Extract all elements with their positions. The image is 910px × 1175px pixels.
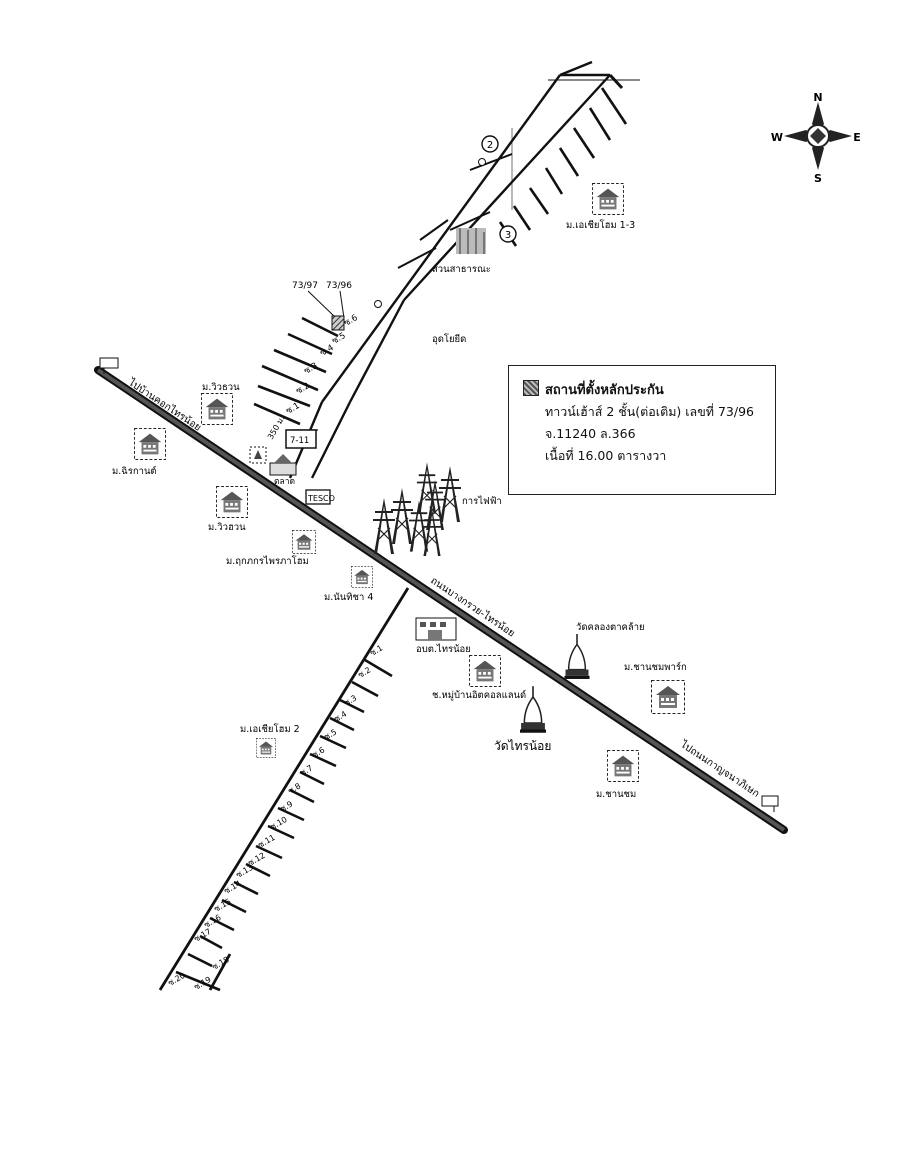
subdistrict-office-label: อบต.ไทรน้อย xyxy=(416,643,471,655)
electric-label: การไฟฟ้า xyxy=(462,495,502,507)
area-label: อุดโยยีด xyxy=(432,333,466,345)
svg-text:ซ.7: ซ.7 xyxy=(299,763,315,777)
legend-line-2: จ.11240 ล.366 xyxy=(545,426,636,441)
marker-2: 2 xyxy=(478,135,499,166)
public-park-icon xyxy=(456,228,486,254)
electric-towers-icon xyxy=(372,462,462,556)
plot-a-leader xyxy=(307,290,337,319)
svg-text:ซ.6: ซ.6 xyxy=(311,745,327,759)
main-road xyxy=(94,366,788,834)
compass-icon: N S W E xyxy=(771,91,861,185)
plot-b-label: 73/96 xyxy=(326,281,352,291)
tesco-label: TESCO xyxy=(307,494,335,503)
svg-text:ซ.5: ซ.5 xyxy=(323,727,339,741)
to-west-label: ไปบ้านคอกไทรน้อย xyxy=(126,376,204,434)
seven-eleven-label: 7-11 xyxy=(290,436,309,446)
village-aesiahome-2-icon xyxy=(255,738,277,758)
village-wiwan-icon xyxy=(200,393,234,425)
police-box-icon xyxy=(269,454,297,476)
village-pruksa-icon xyxy=(291,530,317,554)
village-chanchom-park-icon xyxy=(650,680,686,714)
north-west-side-streets xyxy=(253,316,339,426)
legend-line-3: เนื้อที่ 16.00 ตารางวา xyxy=(545,448,667,463)
collateral-swatch-icon xyxy=(523,380,539,396)
svg-text:ซ.4: ซ.4 xyxy=(333,709,349,723)
public-park-label: สวนสาธารณะ xyxy=(432,264,491,275)
village-aesiahome-1-3-label: ม.เอเชียโฮม 1-3 xyxy=(566,219,635,231)
compass-w-label: W xyxy=(771,131,783,144)
svg-text:ซ.11: ซ.11 xyxy=(257,833,277,850)
village-pruksa-label: ม.ฤกภกรไพรภาโฮม xyxy=(226,555,309,567)
svg-text:3: 3 xyxy=(505,230,511,241)
plot-b-leader xyxy=(339,290,345,319)
tesco-icon xyxy=(305,489,331,505)
svg-text:ซ.1: ซ.1 xyxy=(285,401,302,417)
compass-n-label: N xyxy=(813,91,822,104)
village-wiwan-label: ม.วิวธวน xyxy=(202,382,240,393)
village-chirawan-label: ม.ฉิรกานต์ xyxy=(112,465,157,477)
legend-box: สถานที่ตั้งหลักประกัน ทาวน์เฮ้าส์ 2 ชั้น… xyxy=(508,365,776,495)
village-chanchom-label: ม.ชานชม xyxy=(596,789,636,800)
village-chanchom-icon xyxy=(606,750,640,782)
svg-text:ซ.6: ซ.6 xyxy=(343,313,360,329)
svg-text:ซ.2: ซ.2 xyxy=(295,381,312,397)
road-sign-west-icon xyxy=(99,357,119,374)
village-nai-ban-icon xyxy=(468,655,502,687)
village-wiwan2-label: ม.วิวฮวน xyxy=(208,522,246,533)
legend-title: สถานที่ตั้งหลักประกัน xyxy=(545,383,664,398)
market-label: ตลาด xyxy=(274,477,295,487)
market-icon xyxy=(249,446,267,464)
south-side-streets xyxy=(175,658,393,992)
svg-text:ซ.10: ซ.10 xyxy=(269,815,289,832)
north-east-side-streets xyxy=(397,87,628,269)
compass-e-label: E xyxy=(853,131,861,144)
legend-line-1: ทาวน์เฮ้าส์ 2 ชั้น(ต่อเติม) เลขที่ 73/96 xyxy=(545,404,754,419)
village-chanchom-park-label: ม.ชานชมพาร์ก xyxy=(624,661,687,673)
wat-khlong-label: วัดคลองตาคล้าย xyxy=(576,622,645,633)
village-aesiahome-2-label: ม.เอเชียโฮม 2 xyxy=(240,723,300,735)
road-sign-east-icon xyxy=(761,795,779,812)
wat-sai-noi-label: วัดไทรน้อย xyxy=(494,739,551,753)
village-chirawan-icon xyxy=(133,428,167,460)
compass-s-label: S xyxy=(814,172,822,185)
svg-text:ซ.3: ซ.3 xyxy=(343,693,359,707)
junction-dot xyxy=(374,300,382,308)
collateral-property-marker xyxy=(331,315,345,331)
village-wiwan2-icon xyxy=(215,486,249,518)
village-aesiahome-1-3-icon xyxy=(591,183,625,215)
wat-khlong-icon xyxy=(564,634,590,680)
village-nanthika-label: ม.นันทิชา 4 xyxy=(324,592,373,603)
village-nanthika-icon xyxy=(350,566,374,588)
svg-text:ซ.4: ซ.4 xyxy=(319,343,336,359)
plot-a-label: 73/97 xyxy=(292,281,318,291)
svg-text:2: 2 xyxy=(487,140,493,151)
south-road xyxy=(158,587,410,991)
seven-eleven-icon xyxy=(285,429,317,449)
subdistrict-office-icon xyxy=(415,617,457,641)
marker-3: 3 xyxy=(499,225,517,243)
svg-text:ซ.9: ซ.9 xyxy=(279,799,295,813)
distance-label: 350 ม. xyxy=(266,414,287,441)
south-soi-labels: ซ.1 ซ.2 ซ.3 ซ.4 ซ.5 ซ.6 ซ.7 ซ.8 ซ.9 ซ.10… xyxy=(167,643,385,991)
village-nai-ban-label: ช.หมู่บ้านอิตคอลแลนด์ xyxy=(432,689,526,701)
